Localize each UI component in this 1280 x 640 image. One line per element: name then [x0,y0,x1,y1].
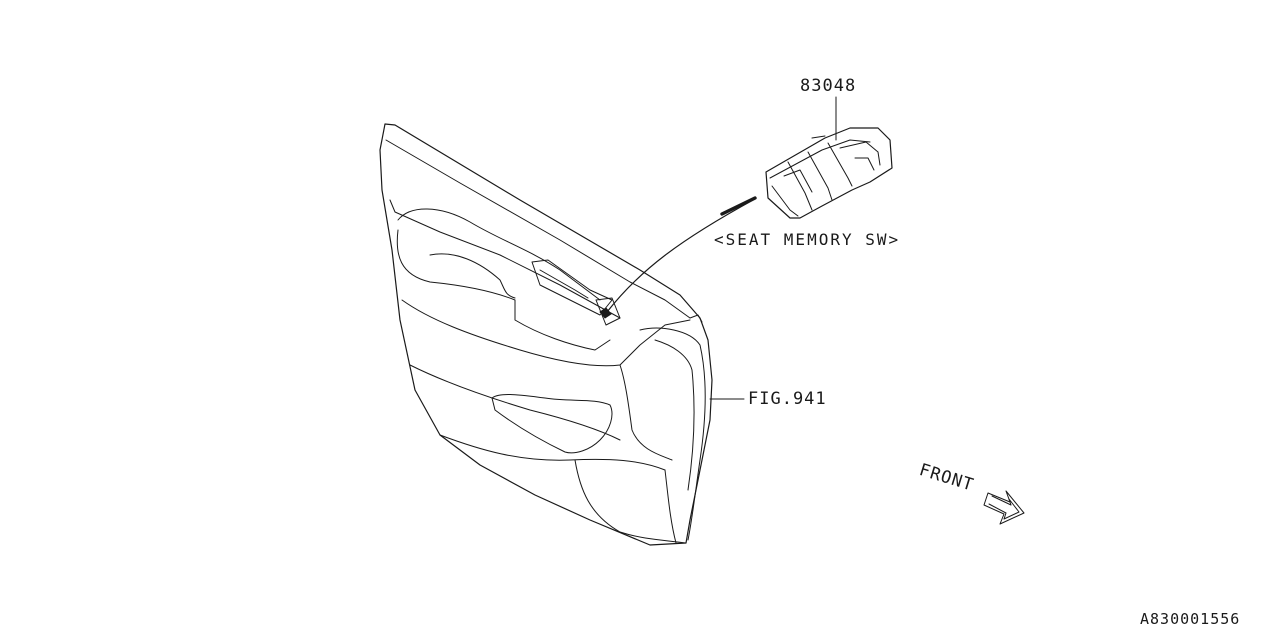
door-trim-panel [379,123,713,546]
seat-memory-switch [765,127,893,219]
part-number-label: 83048 [800,76,857,96]
harness-connector [720,196,757,216]
double-outline-arrow-icon [983,490,1025,525]
fig-reference-label: FIG.941 [748,389,827,409]
harness-wire [606,198,756,313]
switch-caption: <SEAT MEMORY SW> [714,230,901,249]
drawing-code: A830001556 [1140,610,1241,628]
